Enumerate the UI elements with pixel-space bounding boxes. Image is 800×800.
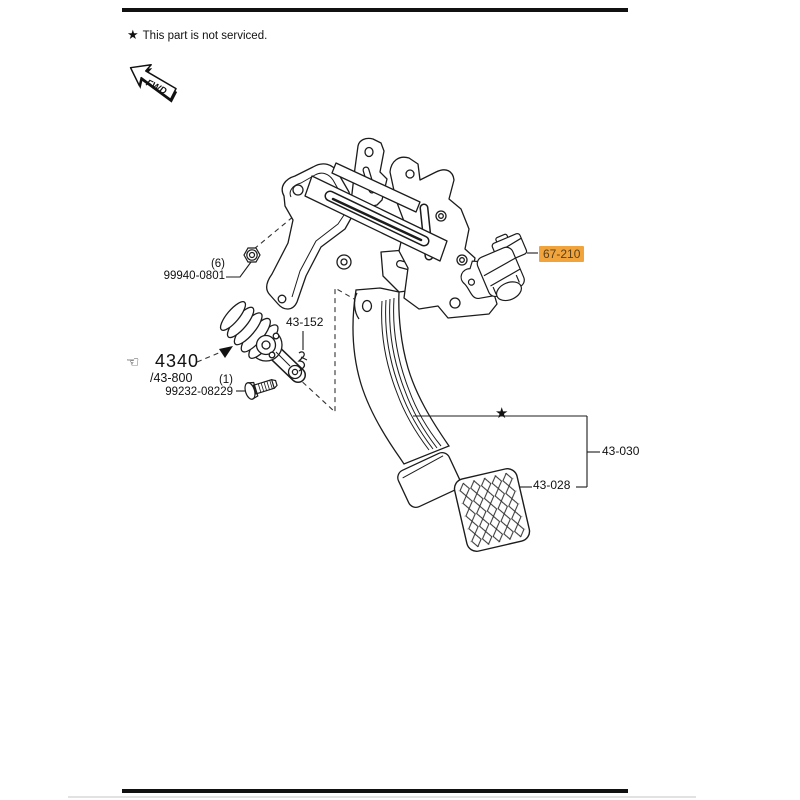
fwd-arrow-label: FWD [144,78,168,98]
pushrod-boot-drawing [219,301,306,383]
leader-lines [226,252,600,488]
nut-drawing [243,247,261,263]
not-serviced-text: This part is not serviced. [142,30,268,42]
pedal-pad-plate-drawing [397,452,461,508]
bottom-rule [122,789,628,793]
reference-sub-number[interactable]: /43-800 [150,371,193,385]
nut-qty-label: (6) [210,258,225,270]
reference-group-number[interactable]: 4340 [155,351,200,371]
hand-pointer-icon: ☜ [126,354,140,371]
switch-part-number-highlighted[interactable]: 67-210 [539,246,585,262]
spring-clip-drawing [297,351,308,372]
fwd-arrow: FWD [129,63,178,103]
not-serviced-note: ★This part is not serviced. [127,27,267,43]
clevis-pin-drawing [244,378,278,400]
pedal-assembly-part-number[interactable]: 43-030 [602,444,640,458]
top-rule [122,8,628,12]
bottom-light-rule [68,796,696,798]
stop-lamp-switch-drawing [460,232,528,302]
not-serviced-star-marker: ★ [495,405,509,422]
reference-arrowhead [219,346,233,358]
star-icon: ★ [127,27,139,42]
pedal-arm-drawing [352,287,450,465]
pedal-rubber-pad-drawing [453,468,531,552]
bolt-part-number[interactable]: 99232-08229 [165,386,233,398]
clip-part-number[interactable]: 43-152 [286,315,324,329]
pad-part-number[interactable]: 43-028 [533,478,571,492]
bolt-qty-label: (1) [218,374,233,386]
nut-part-number[interactable]: 99940-0801 [163,270,225,282]
